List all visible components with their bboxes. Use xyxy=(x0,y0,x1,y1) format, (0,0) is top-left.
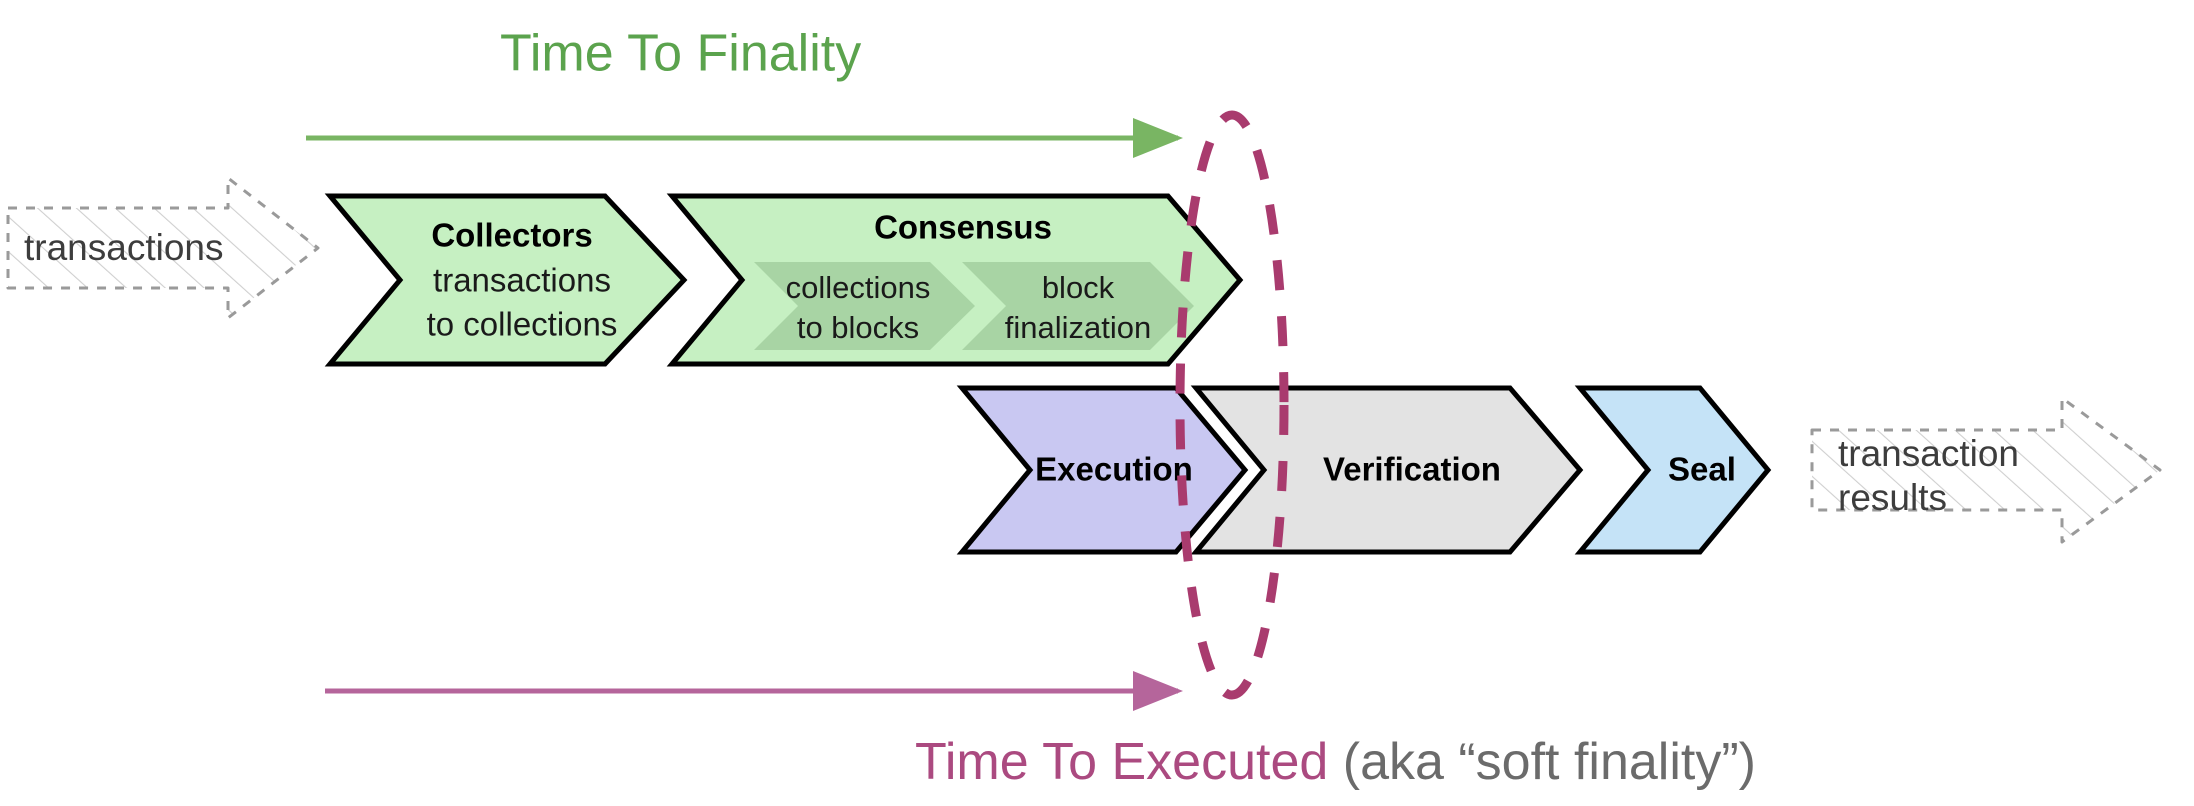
seal-title: Seal xyxy=(1668,451,1736,488)
execution-title: Execution xyxy=(1035,451,1193,488)
time-to-executed-title: Time To Executed (aka “soft finality”) xyxy=(915,733,1756,791)
consensus-title: Consensus xyxy=(874,209,1052,246)
output-arrow-shape xyxy=(1810,396,2162,544)
stage-collectors[interactable]: Collectors transactions to collections xyxy=(324,193,688,367)
stage-consensus[interactable]: Consensus collections to blocks block fi… xyxy=(666,193,1244,367)
time-to-executed-primary: Time To Executed xyxy=(915,733,1328,791)
stage-seal[interactable]: Seal xyxy=(1574,385,1772,555)
verification-chevron-shape xyxy=(1190,385,1584,555)
collectors-subtitle-line2: to collections xyxy=(427,306,618,343)
block-finalization-shape xyxy=(962,262,1194,350)
collections-to-blocks-line2: to blocks xyxy=(797,310,919,345)
output-arrow-label-line1: transaction xyxy=(1838,433,2019,474)
collectors-subtitle-line1: transactions xyxy=(433,262,611,299)
verification-title: Verification xyxy=(1323,451,1501,488)
seal-chevron-shape xyxy=(1574,385,1772,555)
input-arrow-shape xyxy=(6,176,320,320)
input-arrow-label: transactions xyxy=(24,227,224,268)
consensus-step-block-finalization[interactable]: block finalization xyxy=(962,262,1194,350)
stage-execution[interactable]: Execution xyxy=(956,385,1249,555)
output-arrow-label-line2: results xyxy=(1838,477,1947,518)
collectors-chevron-shape xyxy=(324,193,688,367)
stage-verification[interactable]: Verification xyxy=(1190,385,1584,555)
time-to-executed-secondary: (aka “soft finality”) xyxy=(1328,733,1756,791)
block-finalization-line1: block xyxy=(1042,270,1115,305)
input-transactions-arrow: transactions xyxy=(6,176,320,320)
output-transaction-results-arrow: transaction results xyxy=(1810,396,2162,544)
collectors-title: Collectors xyxy=(431,217,592,254)
time-to-finality-title: Time To Finality xyxy=(500,25,861,83)
collections-to-blocks-line1: collections xyxy=(786,270,931,305)
collections-to-blocks-shape xyxy=(754,262,975,350)
finality-boundary-ellipse xyxy=(1175,110,1289,700)
block-finalization-line2: finalization xyxy=(1005,310,1151,345)
consensus-step-collections-to-blocks[interactable]: collections to blocks xyxy=(754,262,975,350)
